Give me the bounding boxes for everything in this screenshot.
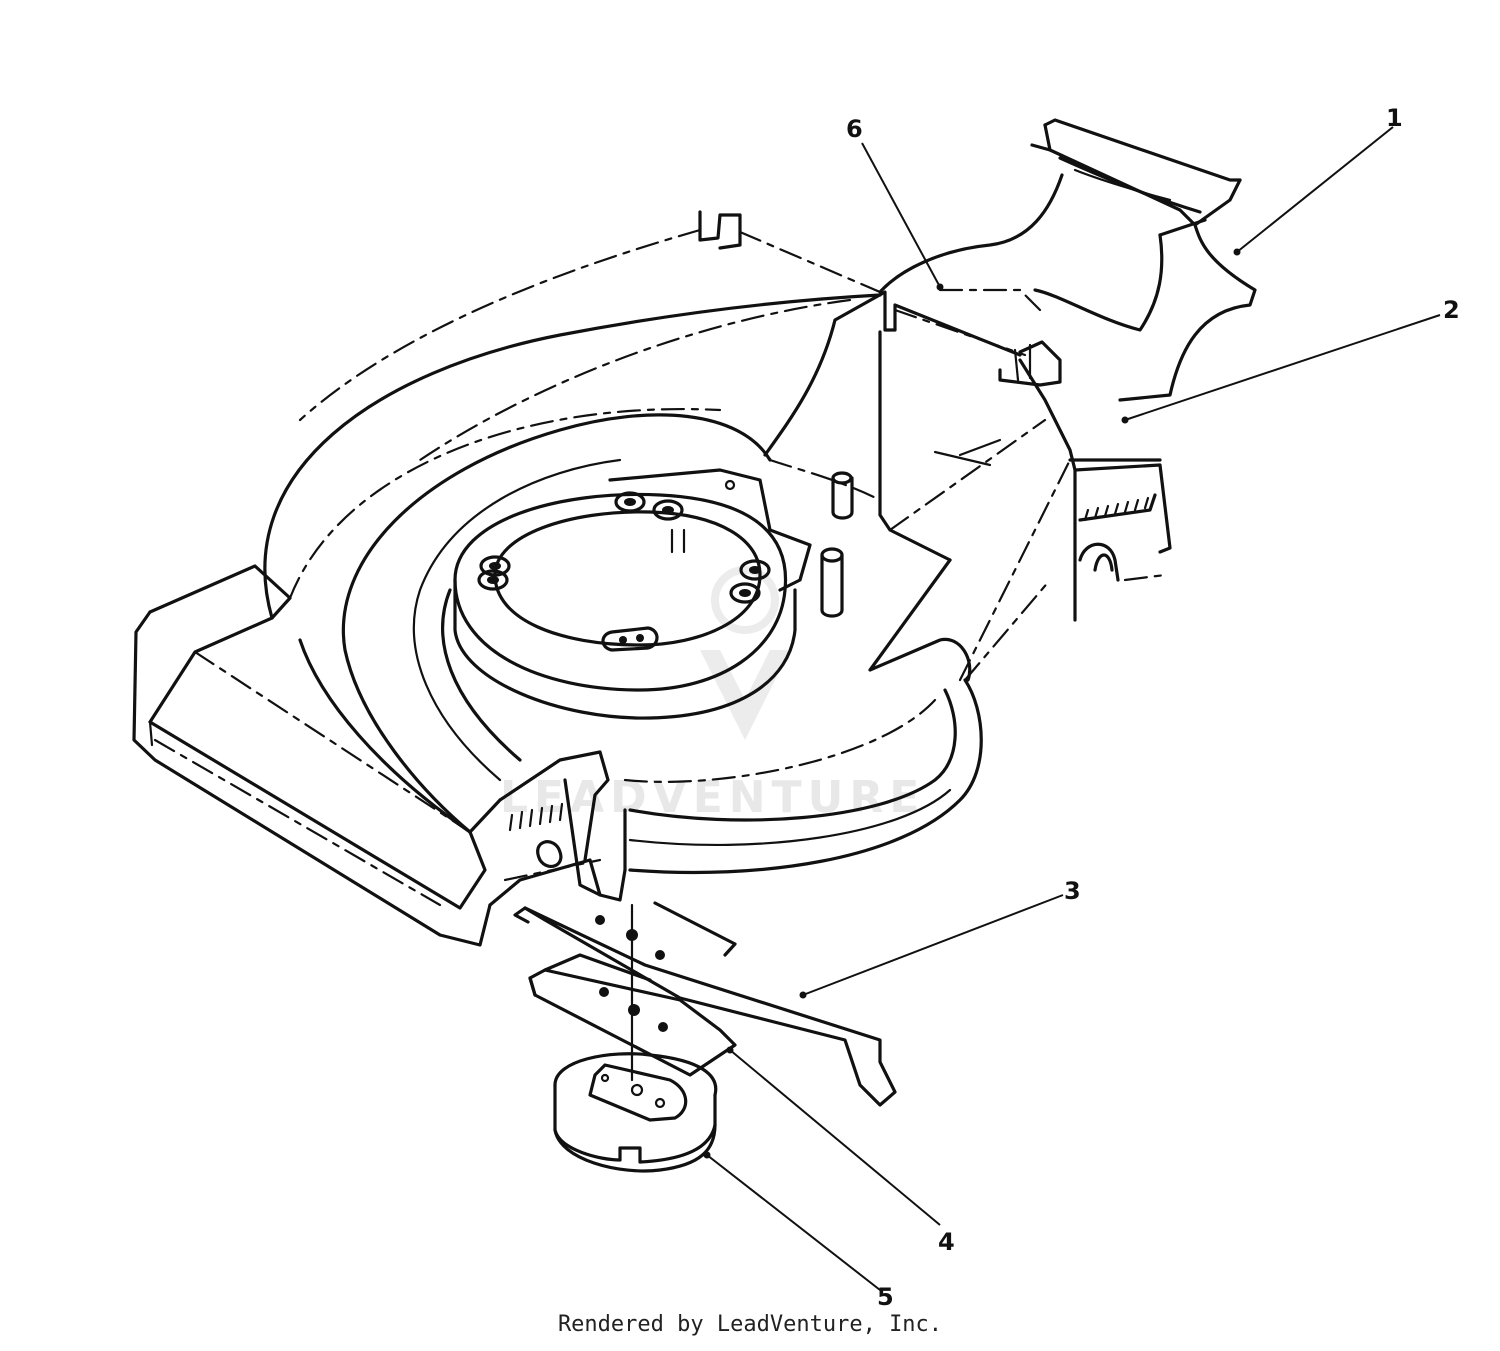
callout-4: 4: [938, 1228, 955, 1256]
deck-housing: [132, 210, 1172, 947]
leader-lines: [703, 126, 1441, 1291]
blade-adapter: [553, 1052, 718, 1173]
footer-credit: Rendered by LeadVenture, Inc.: [557, 1312, 943, 1337]
callout-3: 3: [1064, 877, 1081, 905]
blade-stiffener: [528, 903, 737, 1082]
callout-6: 6: [846, 115, 863, 143]
callout-2: 2: [1443, 296, 1460, 324]
callout-5: 5: [877, 1283, 894, 1311]
discharge-chute: [878, 118, 1257, 402]
mounting-bosses: [477, 491, 771, 652]
callout-1: 1: [1386, 104, 1403, 132]
blade: [513, 901, 897, 1107]
